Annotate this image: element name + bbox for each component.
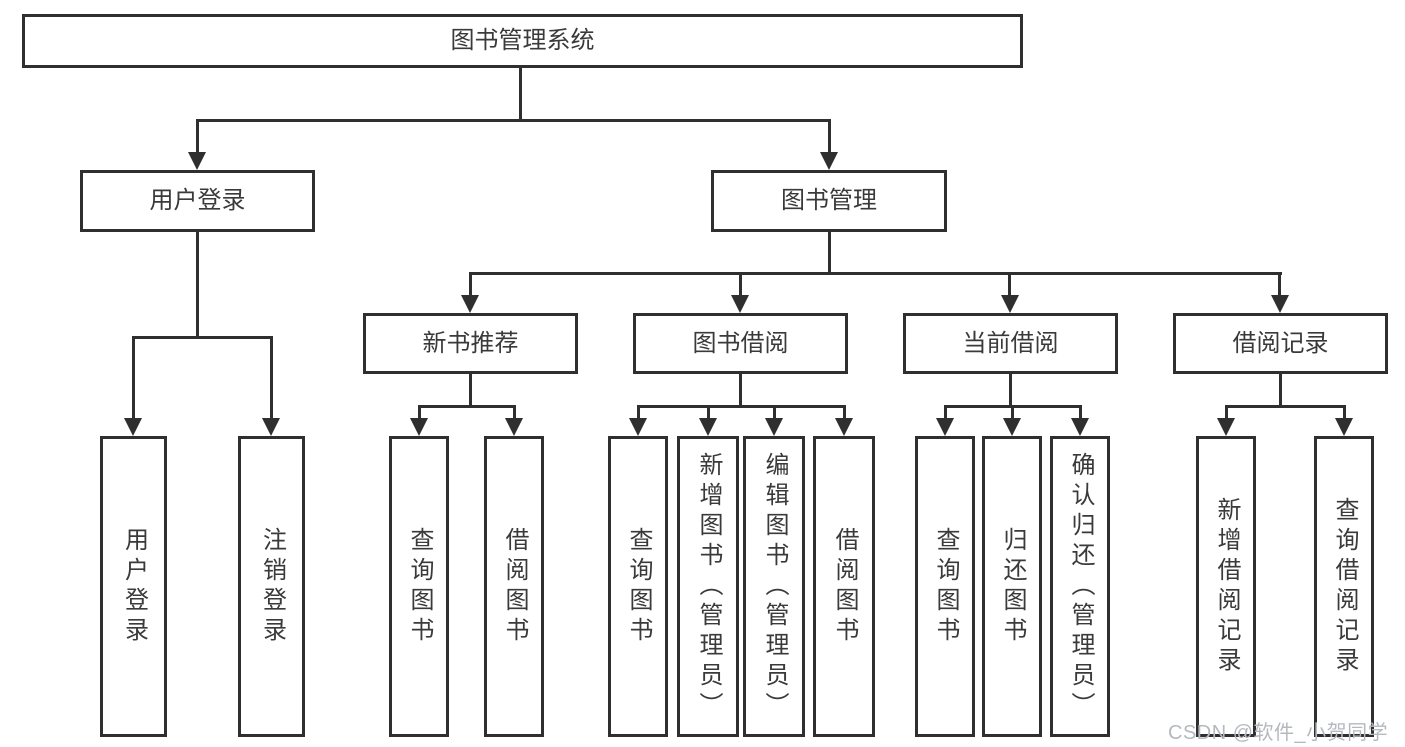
node-label: 图书管理	[781, 187, 877, 214]
node-label: 用户登录	[149, 187, 246, 214]
node-leaf-confirm-return-admin: 确认归还（管理员）	[1050, 436, 1110, 737]
node-leaf-edit-books-admin: 编辑图书（管理员）	[743, 436, 805, 737]
connector-vline	[196, 232, 199, 339]
connector-hline	[469, 272, 1282, 275]
arrow-down-icon	[1271, 295, 1289, 313]
node-leaf-borrow-books: 借阅图书	[813, 436, 875, 737]
node-leaf-logout: 注销登录	[238, 436, 305, 737]
connector-hline	[132, 336, 273, 339]
connector-vline	[773, 405, 776, 418]
node-book-borrow: 图书借阅	[633, 313, 848, 374]
connector-vline	[469, 374, 472, 408]
node-label: 新增图书（管理员）	[695, 451, 722, 722]
connector-vline	[132, 336, 135, 418]
connector-vline	[739, 272, 742, 295]
connector-vline	[1278, 272, 1281, 295]
arrow-down-icon	[505, 418, 523, 436]
arrow-down-icon	[629, 418, 647, 436]
node-label: 新增借阅记录	[1213, 496, 1240, 677]
arrow-down-icon	[1217, 418, 1235, 436]
node-root-system: 图书管理系统	[22, 14, 1023, 68]
connector-vline	[707, 405, 710, 418]
arrow-down-icon	[820, 152, 838, 170]
arrow-down-icon	[1071, 418, 1089, 436]
connector-hline	[637, 405, 846, 408]
arrow-down-icon	[188, 152, 206, 170]
connector-vline	[469, 272, 472, 295]
node-label: 借阅记录	[1232, 329, 1329, 357]
node-label: 借阅图书	[831, 526, 858, 647]
connector-vline	[739, 374, 742, 408]
arrow-down-icon	[410, 418, 428, 436]
node-leaf-add-books-admin: 新增图书（管理员）	[677, 436, 739, 737]
node-label: 归还图书	[999, 526, 1026, 647]
arrow-down-icon	[765, 418, 783, 436]
node-label: 新书推荐	[422, 329, 519, 357]
connector-vline	[513, 405, 516, 418]
arrow-down-icon	[835, 418, 853, 436]
connector-vline	[637, 405, 640, 418]
node-leaf-query-borrow-record: 查询借阅记录	[1314, 436, 1374, 737]
node-label: 注销登录	[258, 526, 286, 647]
arrow-down-icon	[461, 295, 479, 313]
connector-vline	[418, 405, 421, 418]
connector-vline	[1079, 405, 1082, 418]
node-label: 查询图书	[406, 526, 433, 647]
node-leaf-return-books: 归还图书	[982, 436, 1042, 737]
connector-vline	[1279, 374, 1282, 408]
connector-vline	[1008, 272, 1011, 295]
connector-vline	[1009, 374, 1012, 408]
node-leaf-user-login: 用户登录	[100, 436, 167, 737]
node-label: 查询图书	[932, 526, 959, 647]
arrow-down-icon	[1335, 418, 1353, 436]
node-leaf-borrow-books-recommend: 借阅图书	[484, 436, 544, 737]
arrow-down-icon	[936, 418, 954, 436]
arrow-down-icon	[731, 295, 749, 313]
arrow-down-icon	[124, 418, 142, 436]
node-leaf-query-books-recommend: 查询图书	[389, 436, 449, 737]
node-user-login: 用户登录	[80, 170, 315, 232]
connector-hline	[418, 405, 515, 408]
node-label: 用户登录	[120, 526, 148, 647]
node-label: 图书管理系统	[450, 27, 595, 54]
connector-vline	[1225, 405, 1228, 418]
connector-vline	[828, 119, 831, 153]
node-new-book-recommend: 新书推荐	[363, 313, 578, 374]
node-label: 查询借阅记录	[1331, 496, 1358, 677]
node-label: 确认归还（管理员）	[1067, 451, 1094, 722]
connector-vline	[843, 405, 846, 418]
node-label: 当前借阅	[962, 329, 1059, 357]
connector-hline	[196, 119, 831, 122]
arrow-down-icon	[262, 418, 280, 436]
csdn-watermark: CSDN @软件_小贺同学	[1168, 722, 1389, 744]
connector-vline	[1011, 405, 1014, 418]
node-label: 编辑图书（管理员）	[761, 451, 788, 722]
node-leaf-query-books-borrow: 查询图书	[608, 436, 668, 737]
connector-vline	[270, 336, 273, 418]
node-label: 查询图书	[625, 526, 652, 647]
connector-vline	[1343, 405, 1346, 418]
arrow-down-icon	[1003, 418, 1021, 436]
connector-hline	[1225, 405, 1346, 408]
node-current-borrow: 当前借阅	[903, 313, 1118, 374]
connector-vline	[519, 68, 522, 122]
node-leaf-query-books-current: 查询图书	[915, 436, 975, 737]
node-book-management: 图书管理	[711, 170, 947, 232]
arrow-down-icon	[1001, 295, 1019, 313]
node-label: 图书借阅	[692, 329, 789, 357]
connector-vline	[196, 119, 199, 153]
arrow-down-icon	[699, 418, 717, 436]
node-leaf-add-borrow-record: 新增借阅记录	[1196, 436, 1256, 737]
node-borrow-records: 借阅记录	[1173, 313, 1388, 374]
connector-vline	[828, 232, 831, 275]
node-label: 借阅图书	[501, 526, 528, 647]
connector-vline	[944, 405, 947, 418]
